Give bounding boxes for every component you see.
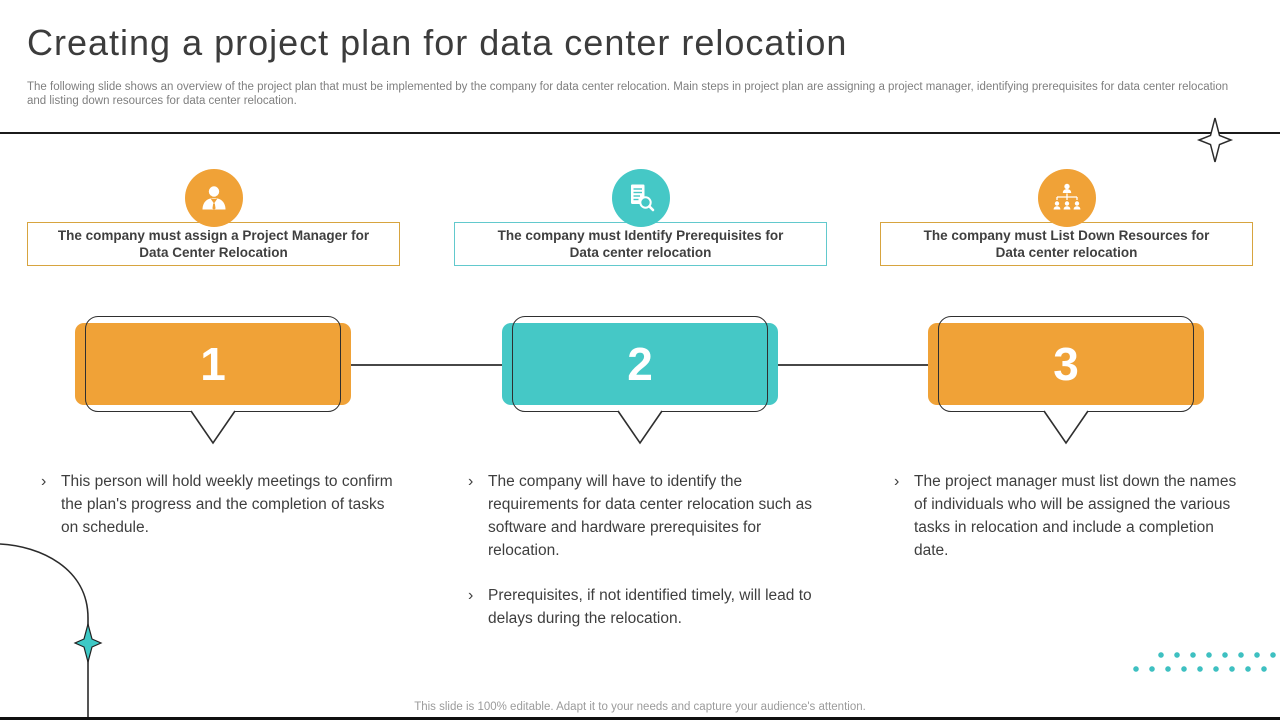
bullet-text: The company will have to identify the re… — [488, 473, 812, 559]
step-1-number: 1 — [200, 338, 226, 390]
bullet-marker: › — [468, 587, 474, 604]
step-3-heading-box: The company must List Down Resources for… — [880, 222, 1253, 266]
bullet-text: Prerequisites, if not identified timely,… — [488, 587, 812, 627]
bubble-fill — [502, 323, 778, 405]
list-item: › The company will have to identify the … — [468, 470, 824, 562]
bubble-tail-icon — [617, 410, 663, 444]
org-chart-icon — [1053, 183, 1080, 210]
step-2-number: 2 — [627, 338, 653, 390]
bubble-tail-icon — [190, 410, 236, 444]
header-divider — [0, 132, 1280, 134]
bullet-marker: › — [468, 473, 474, 490]
list-item: › Prerequisites, if not identified timel… — [468, 584, 824, 630]
connector-line-1-2 — [347, 364, 503, 366]
step-3-bullet-list: › The project manager must list down the… — [894, 470, 1250, 584]
step-1-number-bubble: 1 — [75, 316, 351, 446]
step-column-2: The company must Identify Prerequisites … — [427, 0, 854, 720]
step-1-heading: The company must assign a Project Manage… — [57, 227, 370, 261]
page-title: Creating a project plan for data center … — [27, 22, 848, 63]
bubble-fill — [928, 323, 1204, 405]
project-manager-icon — [202, 186, 225, 210]
list-item: › The project manager must list down the… — [894, 470, 1250, 562]
step-2-number-bubble: 2 — [502, 316, 778, 446]
connector-line-2-3 — [777, 364, 931, 366]
bottom-accent-bar — [0, 717, 1280, 720]
bullet-text: This person will hold weekly meetings to… — [61, 473, 393, 536]
step-1-bullet-list: › This person will hold weekly meetings … — [41, 470, 397, 561]
slide-footer-note: This slide is 100% editable. Adapt it to… — [414, 701, 866, 713]
bullet-marker: › — [41, 473, 47, 490]
step-column-1: The company must assign a Project Manage… — [0, 0, 427, 720]
bullet-text: The project manager must list down the n… — [914, 473, 1237, 559]
slide-subtitle: The following slide shows an overview of… — [27, 81, 1229, 107]
step-3-heading: The company must List Down Resources for… — [923, 227, 1210, 261]
step-3-number-bubble: 3 — [928, 316, 1204, 446]
step-2-bullet-list: › The company will have to identify the … — [468, 470, 824, 652]
teal-four-point-star-icon — [73, 621, 103, 665]
list-item: › This person will hold weekly meetings … — [41, 470, 397, 539]
step-column-3: The company must List Down Resources for… — [853, 0, 1280, 720]
step-2-heading: The company must Identify Prerequisites … — [497, 227, 784, 261]
step-3-number: 3 — [1053, 338, 1079, 390]
step-1-icon-badge — [184, 169, 243, 227]
step-3-icon-badge — [1037, 169, 1096, 227]
dotted-grid-row-1 — [1157, 651, 1280, 659]
dotted-grid-row-2 — [1132, 665, 1274, 673]
step-2-heading-box: The company must Identify Prerequisites … — [454, 222, 827, 266]
bubble-tail-icon — [1043, 410, 1089, 444]
corner-curve-line — [0, 543, 103, 720]
step-2-icon-badge — [611, 169, 670, 227]
document-search-icon — [630, 184, 654, 212]
four-point-star-icon — [1196, 117, 1234, 163]
bullet-marker: › — [894, 473, 900, 490]
step-1-heading-box: The company must assign a Project Manage… — [27, 222, 400, 266]
bubble-fill — [75, 323, 351, 405]
